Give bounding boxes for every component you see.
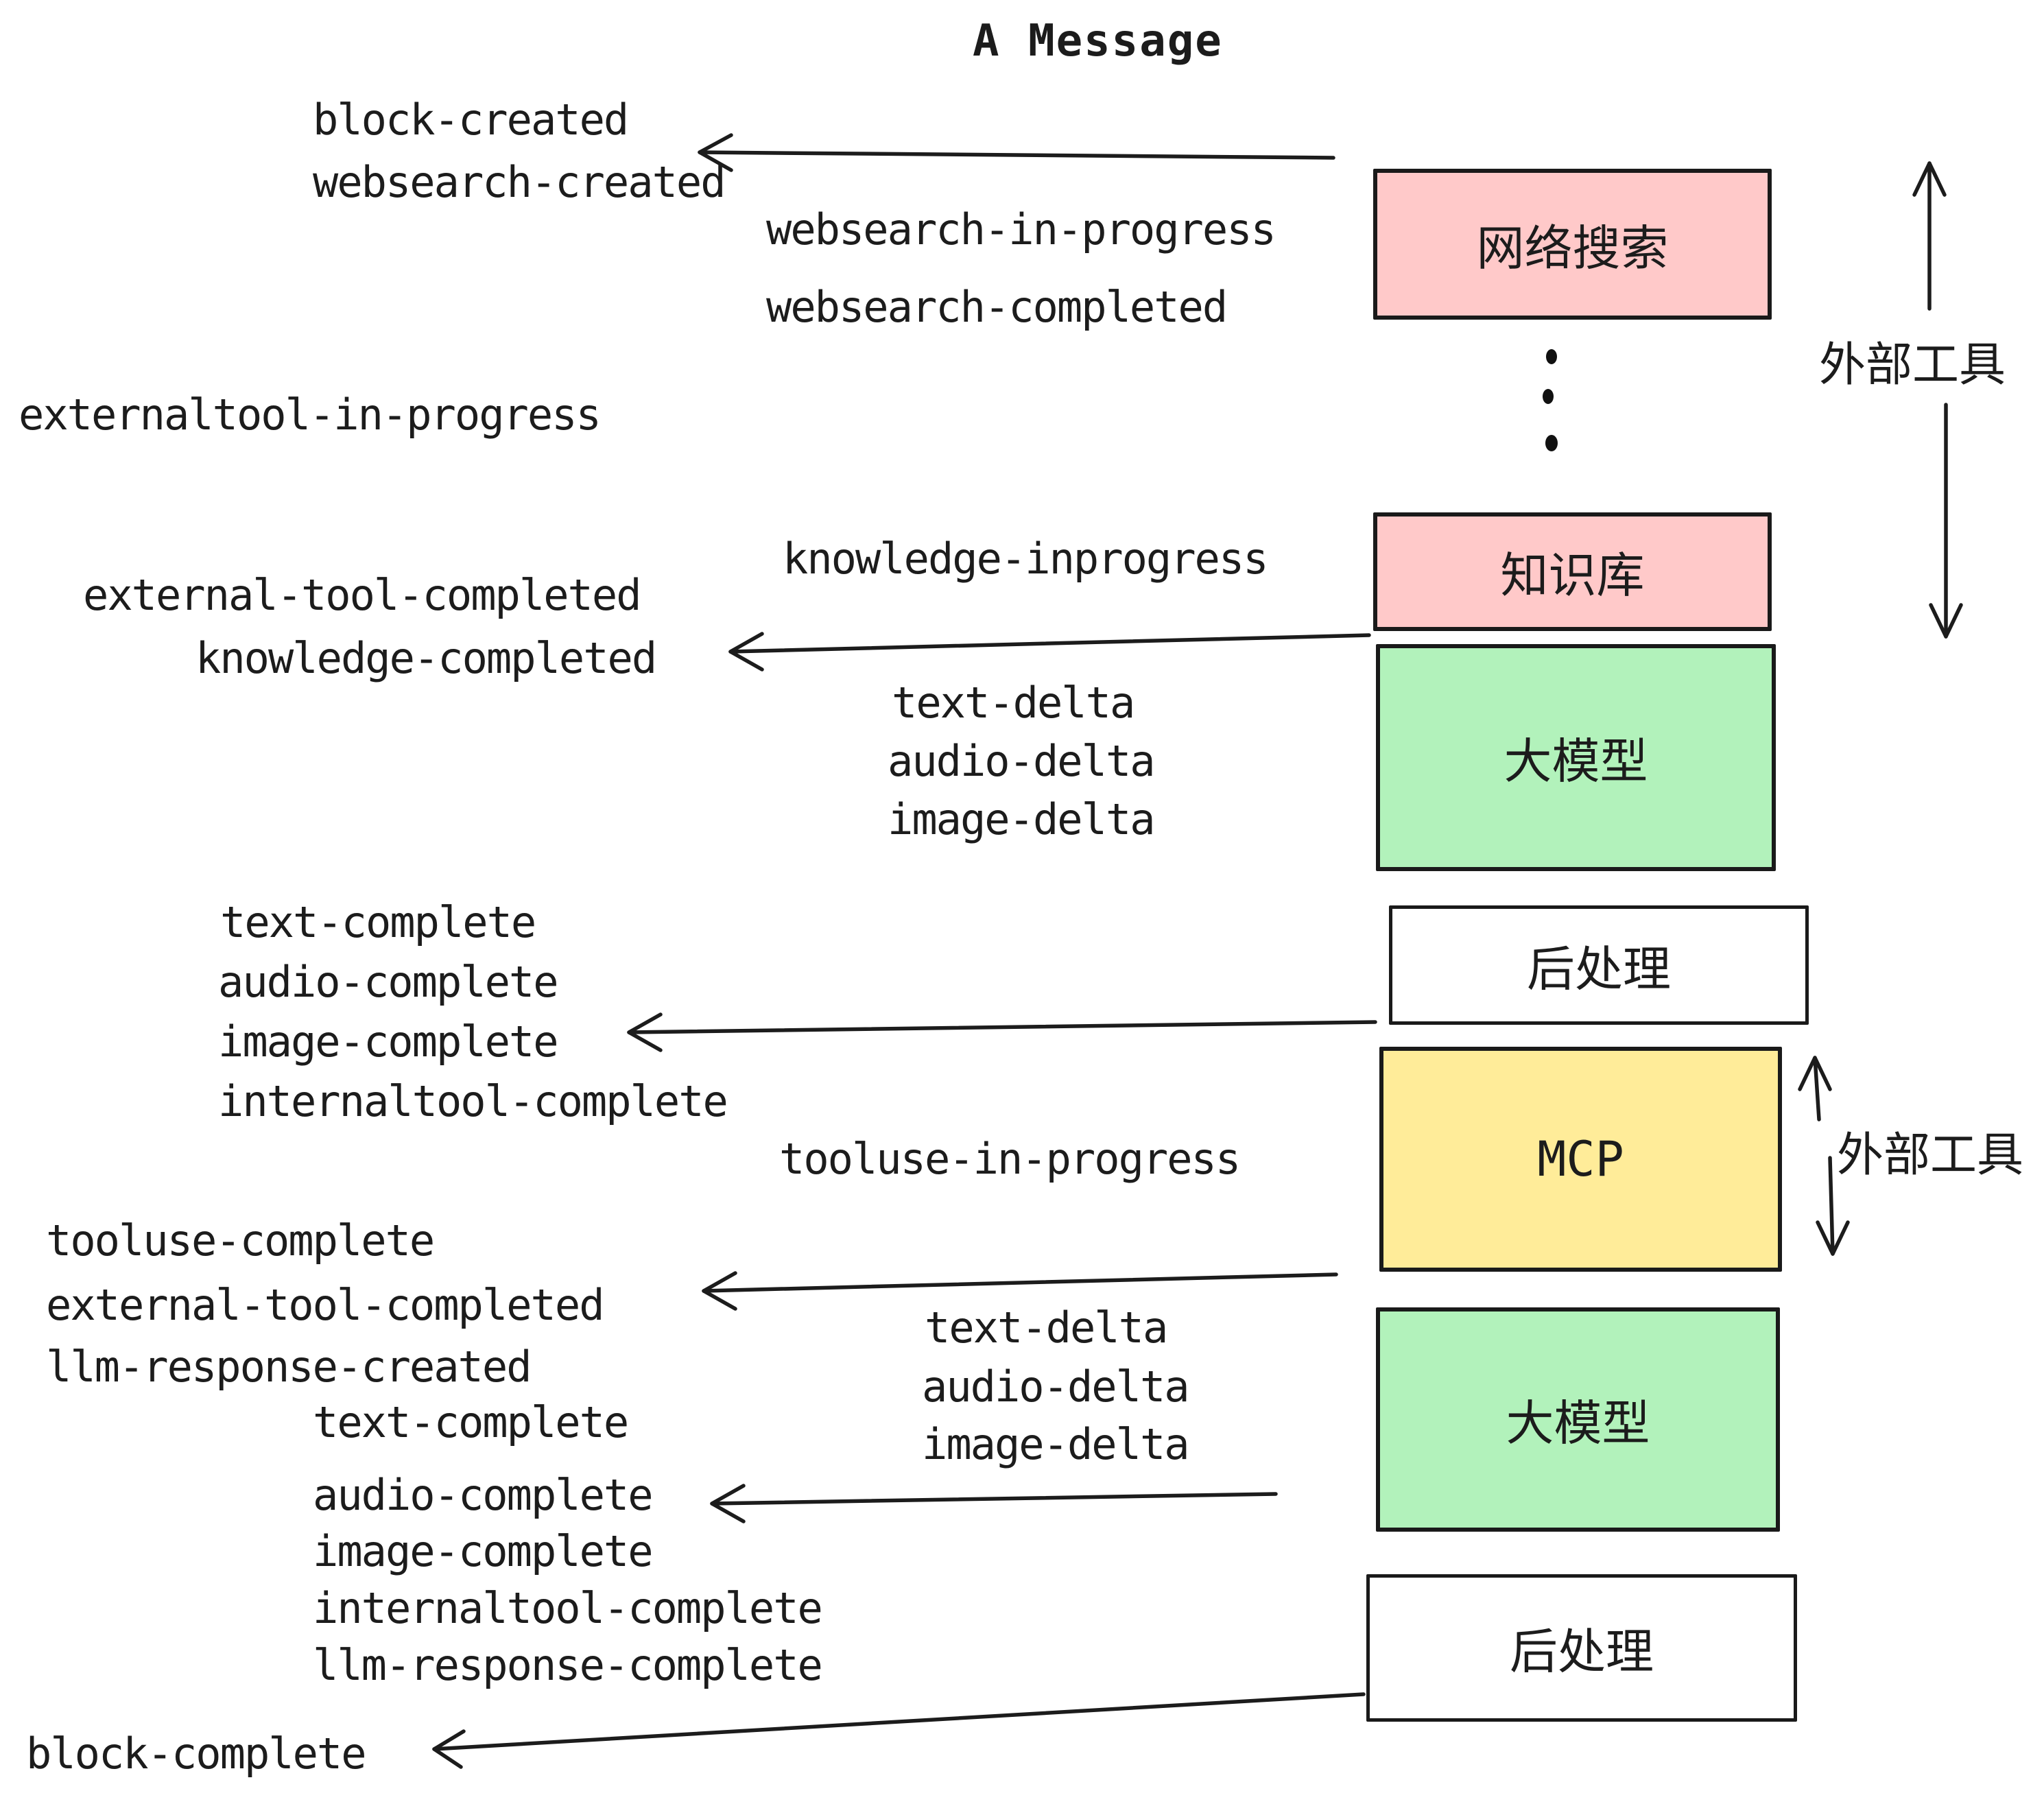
event-internaltool-complete-2: internaltool-complete <box>313 1583 823 1633</box>
arrow-block-complete <box>432 1692 1366 1769</box>
event-websearch-in-progress: websearch-in-progress <box>766 204 1276 254</box>
event-knowledge-inprogress: knowledge-inprogress <box>783 534 1269 584</box>
box-llm-1: 大模型 <box>1376 644 1776 871</box>
event-text-delta-2: text-delta <box>925 1303 1168 1353</box>
event-audio-complete-2: audio-complete <box>313 1470 654 1520</box>
side-label-external-tools-1: 外部工具 <box>1819 339 2006 391</box>
arrow-websearch-created <box>698 133 1335 172</box>
event-image-complete-2: image-complete <box>313 1526 654 1576</box>
event-tooluse-in-progress: tooluse-in-progress <box>779 1134 1241 1184</box>
event-text-delta: text-delta <box>892 678 1135 728</box>
event-image-delta-2: image-delta <box>922 1419 1190 1469</box>
box-mcp: MCP <box>1379 1047 1782 1272</box>
side-label-external-tools-2: 外部工具 <box>1837 1129 2024 1181</box>
event-text-complete: text-complete <box>220 897 536 947</box>
box-knowledge-label: 知识库 <box>1500 549 1645 602</box>
arrow-knowledge-completed <box>728 632 1371 672</box>
event-external-tool-completed: external-tool-completed <box>83 570 642 620</box>
box-post-process-2-label: 后处理 <box>1510 1625 1654 1678</box>
event-internaltool-complete: internaltool-complete <box>218 1076 728 1126</box>
event-image-complete: image-complete <box>218 1017 559 1067</box>
event-llm-response-created: llm-response-created <box>46 1342 532 1392</box>
event-image-delta: image-delta <box>888 794 1156 844</box>
box-knowledge: 知识库 <box>1373 512 1772 631</box>
event-knowledge-completed: knowledge-completed <box>195 633 657 683</box>
event-text-complete-2: text-complete <box>313 1397 629 1447</box>
event-websearch-completed: websearch-completed <box>766 282 1228 332</box>
box-post-process-1-label: 后处理 <box>1527 942 1671 996</box>
arrow-external-tool-up-1 <box>1912 161 1947 311</box>
arrow-audio-complete <box>710 1484 1278 1523</box>
box-post-process-1: 后处理 <box>1389 905 1809 1025</box>
arrow-external-tool-down-1 <box>1929 403 1963 639</box>
box-post-process-2: 后处理 <box>1366 1574 1797 1722</box>
event-audio-complete: audio-complete <box>218 957 559 1007</box>
arrow-tooluse-complete <box>702 1271 1338 1311</box>
vertical-ellipsis-dots <box>1543 349 1558 451</box>
event-audio-delta: audio-delta <box>888 736 1156 786</box>
event-external-tool-completed-2: external-tool-completed <box>46 1280 605 1330</box>
arrow-external-tool-up-2 <box>1798 1056 1832 1121</box>
event-block-created: block-created <box>313 95 629 145</box>
box-llm-2-label: 大模型 <box>1506 1397 1650 1450</box>
event-block-complete: block-complete <box>26 1729 367 1779</box>
event-tooluse-complete: tooluse-complete <box>46 1215 435 1266</box>
arrow-external-tool-down-2 <box>1816 1156 1850 1256</box>
diagram-title: A Message <box>973 16 1223 67</box>
box-websearch-label: 网络搜索 <box>1476 221 1669 275</box>
arrow-image-complete <box>627 1012 1377 1052</box>
event-llm-response-complete: llm-response-complete <box>313 1640 823 1690</box>
event-externaltool-in-progress: externaltool-in-progress <box>19 390 602 440</box>
box-llm-1-label: 大模型 <box>1504 735 1648 788</box>
box-mcp-label: MCP <box>1537 1131 1624 1187</box>
event-websearch-created: websearch-created <box>313 157 726 207</box>
box-websearch: 网络搜索 <box>1373 169 1772 320</box>
event-audio-delta-2: audio-delta <box>922 1362 1190 1412</box>
box-llm-2: 大模型 <box>1376 1307 1780 1532</box>
